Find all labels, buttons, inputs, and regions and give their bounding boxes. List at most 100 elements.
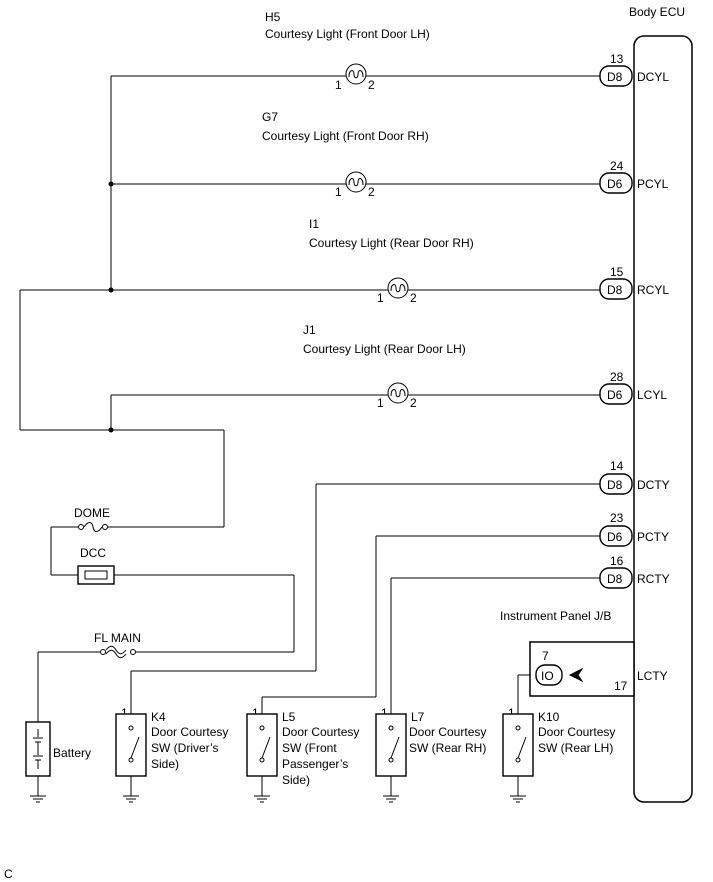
door-switch-k4: 1 K4 Door Courtesy SW (Driver’s Side): [115, 706, 228, 803]
switch-body: [502, 713, 534, 777]
switch-code: K10: [538, 710, 560, 724]
ecu-signal-rcty: RCTY: [637, 572, 670, 586]
door-switch-l5: 1 L5 Door Courtesy SW (Front Passenger’s…: [246, 706, 359, 803]
ecu-pin-number: 16: [610, 554, 624, 568]
bulb-icon: [345, 171, 367, 193]
ecu-pin-number: 13: [610, 52, 624, 66]
fuse-label-dcc: DCC: [80, 546, 106, 560]
switch-pin: 1: [508, 706, 515, 720]
ground-icon: [30, 795, 46, 803]
ground-icon: [510, 795, 526, 803]
jb-pin-in: 7: [542, 649, 549, 663]
fuse-label-dome: DOME: [74, 506, 110, 520]
junction-dot: [108, 181, 114, 187]
switch-label-line: SW (Rear LH): [538, 741, 613, 755]
light-code-j1: J1: [303, 323, 316, 337]
light-pin-left: 1: [335, 78, 342, 92]
ground-icon: [383, 795, 399, 803]
switch-label-line: SW (Rear RH): [409, 741, 486, 755]
light-pin-left: 1: [377, 396, 384, 410]
connector-code: D8: [607, 478, 623, 492]
junction-dot: [108, 427, 114, 433]
light-pin-right: 2: [410, 291, 417, 305]
jb-pin-out: 17: [614, 679, 628, 693]
switch-label-line: Door Courtesy: [538, 725, 615, 739]
fuse-icon: [100, 645, 136, 659]
light-pin-right: 2: [368, 185, 375, 199]
switch-label-line: SW (Front: [282, 741, 337, 755]
fusible-link-icon: [77, 565, 115, 585]
connector-terminal: [599, 172, 633, 194]
light-name-j1: Courtesy Light (Rear Door LH): [303, 342, 466, 356]
ecu-signal-lcty: LCTY: [637, 669, 668, 683]
connector-arrow-icon: [568, 667, 584, 683]
figure-code: C: [4, 867, 13, 881]
connector-code: D8: [607, 283, 623, 297]
connector-code: D6: [607, 530, 623, 544]
body-ecu-box: [633, 35, 693, 803]
battery-icon: [25, 721, 51, 777]
light-name-i1: Courtesy Light (Rear Door RH): [309, 236, 474, 250]
connector-terminal: [599, 383, 633, 405]
switch-body: [246, 713, 278, 777]
ecu-pin-number: 24: [610, 159, 624, 173]
light-pin-left: 1: [335, 185, 342, 199]
junction-dot: [108, 287, 114, 293]
ecu-signal-pcyl: PCYL: [637, 177, 669, 191]
switch-code: L5: [282, 710, 296, 724]
bulb-icon: [387, 277, 409, 299]
switch-label-line: Side): [282, 773, 310, 787]
connector-terminal: [599, 473, 633, 495]
light-pin-right: 2: [410, 396, 417, 410]
battery-label: Battery: [53, 746, 91, 760]
junction-block-title: Instrument Panel J/B: [500, 609, 611, 623]
switch-code: K4: [151, 710, 166, 724]
ecu-pin-number: 23: [610, 511, 624, 525]
connector-terminal: [599, 525, 633, 547]
ecu-signal-dcyl: DCYL: [637, 70, 669, 84]
switch-code: L7: [411, 710, 425, 724]
switch-pin: 1: [381, 706, 388, 720]
connector-code: D8: [607, 70, 623, 84]
connector-terminal: [599, 567, 633, 589]
switch-label-line: Passenger’s: [282, 757, 348, 771]
ecu-pin-number: 15: [610, 265, 624, 279]
switch-pin: 1: [121, 706, 128, 720]
ecu-signal-dcty: DCTY: [637, 478, 670, 492]
light-code-h5: H5: [265, 10, 281, 24]
connector-code: D6: [607, 177, 623, 191]
ecu-title: Body ECU: [629, 5, 685, 19]
ecu-signal-lcyl: LCYL: [637, 388, 667, 402]
ecu-signal-rcyl: RCYL: [637, 283, 669, 297]
door-switch-k10: 1 K10 Door Courtesy SW (Rear LH): [502, 706, 615, 803]
connector-terminal: [599, 278, 633, 300]
fuse-icon: [78, 522, 108, 532]
main-wiring: [19, 75, 634, 722]
ecu-pin-number: 28: [610, 370, 624, 384]
bulb-icon: [345, 63, 367, 85]
ecu-pin-number: 14: [610, 459, 624, 473]
fuse-label-fl-main: FL MAIN: [94, 631, 141, 645]
light-code-i1: I1: [309, 217, 319, 231]
ecu-signal-pcty: PCTY: [637, 530, 669, 544]
ground-icon: [123, 795, 139, 803]
switch-body: [375, 713, 407, 777]
switch-body: [115, 713, 147, 777]
light-code-g7: G7: [262, 110, 278, 124]
connector-code: D8: [607, 572, 623, 586]
connector-code: D6: [607, 388, 623, 402]
switch-label-line: Side): [151, 757, 179, 771]
light-pin-left: 1: [377, 291, 384, 305]
switch-label-line: SW (Driver’s: [151, 741, 219, 755]
switch-label-line: Door Courtesy: [282, 725, 359, 739]
switch-label-line: Door Courtesy: [409, 725, 486, 739]
bulb-icon: [387, 382, 409, 404]
switch-pin: 1: [252, 706, 259, 720]
connector-terminal: [599, 65, 633, 87]
door-switch-l7: 1 L7 Door Courtesy SW (Rear RH): [375, 706, 486, 803]
switch-label-line: Door Courtesy: [151, 725, 228, 739]
light-pin-right: 2: [368, 78, 375, 92]
ground-icon: [254, 795, 270, 803]
light-name-h5: Courtesy Light (Front Door LH): [265, 27, 430, 41]
